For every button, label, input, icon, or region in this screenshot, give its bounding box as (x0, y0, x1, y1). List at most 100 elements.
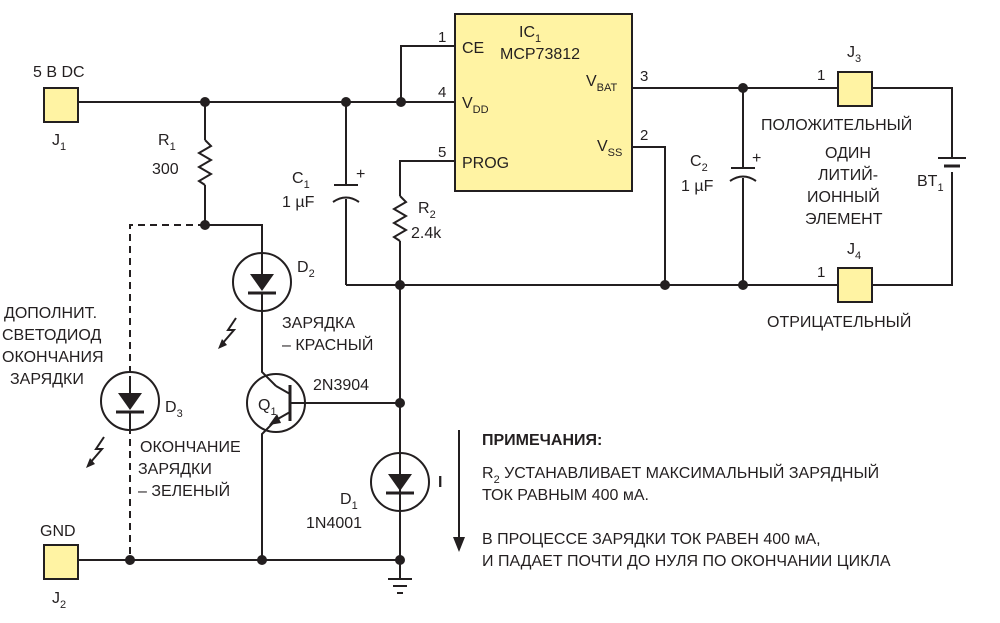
ic1-part: MCP73812 (500, 46, 580, 63)
notes-line-3: В ПРОЦЕССЕ ЗАРЯДКИ ТОК РАВЕН 400 мА, (482, 531, 821, 548)
c1-name: C1 (292, 170, 310, 191)
d3-note-2: СВЕТОДИОД (2, 327, 101, 344)
diode-d1: D1 1N4001 (306, 452, 430, 532)
d1-triangle (388, 474, 412, 491)
d2-emission-arrowhead (218, 339, 227, 349)
j1-label: 5 B DC (33, 64, 85, 81)
pin-vbat-label: VBAT (586, 73, 618, 94)
capacitor-c1: + C1 1 µF (282, 166, 365, 211)
ic1-name: IC1 (519, 24, 541, 45)
bt1-caption-3: ИОННЫЙ (807, 187, 880, 206)
notes: ПРИМЕЧАНИЯ: R2 УСТАНАВЛИВАЕТ МАКСИМАЛЬНЫ… (482, 432, 891, 570)
current-arrow: I (438, 430, 465, 552)
led-d2: D2 ЗАРЯДКА – КРАСНЫЙ (218, 252, 373, 354)
resistor-r2: R2 2.4k (392, 195, 442, 242)
r2-value: 2.4k (411, 225, 442, 242)
connector-j3: J3 1 ПОЛОЖИТЕЛЬНЫЙ (761, 44, 912, 134)
r1-zigzag (197, 139, 213, 186)
resistor-r1: R1 300 (152, 132, 213, 186)
connector-j1: 5 B DC J1 (33, 64, 85, 153)
junction-dot (660, 280, 670, 290)
q1-collector (275, 385, 291, 395)
bt1-name: BT1 (917, 173, 944, 194)
bt1-caption-2: ЛИТИЙ- (818, 165, 878, 184)
notes-line-1: R2 УСТАНАВЛИВАЕТ МАКСИМАЛЬНЫЙ ЗАРЯДНЫЙ (482, 463, 879, 486)
pin-ce-number: 1 (438, 29, 446, 46)
j3-pad (837, 71, 873, 107)
c2-polarity: + (752, 150, 761, 167)
ic1-mcp73812: IC1 MCP73812 CE VDD PROG VBAT VSS 1 4 5 … (438, 13, 648, 192)
j4-label: ОТРИЦАТЕЛЬНЫЙ (767, 312, 911, 331)
junction-dot (396, 97, 406, 107)
pin-vdd-label: VDD (462, 95, 489, 116)
r1-value: 300 (152, 161, 179, 178)
d2-caption-2: – КРАСНЫЙ (282, 335, 373, 354)
capacitor-c2: + C2 1 µF (681, 150, 761, 195)
d3-note-4: ЗАРЯДКИ (10, 371, 84, 388)
j1-pad (43, 87, 79, 123)
junction-dot (341, 97, 351, 107)
j2-label: GND (40, 523, 76, 540)
battery-bt1: BT1 ОДИН ЛИТИЙ- ИОННЫЙ ЭЛЕМЕНТ (805, 145, 966, 228)
junction-dot (200, 97, 210, 107)
j4-name: J4 (847, 241, 861, 262)
d1-circle (370, 452, 430, 512)
q1-name: Q1 (258, 397, 277, 418)
pin-vss-label: VSS (597, 138, 622, 159)
r2-zigzag (392, 195, 408, 242)
pin-ce-label: CE (462, 40, 484, 57)
d3-note-3: ОКОНЧАНИЯ (2, 349, 104, 366)
pin-prog-number: 5 (438, 144, 446, 161)
junction-dot (257, 555, 267, 565)
notes-line-4: И ПАДАЕТ ПОЧТИ ДО НУЛЯ ПО ОКОНЧАНИИ ЦИКЛ… (482, 553, 891, 570)
c1-value: 1 µF (282, 194, 315, 211)
j4-pad (837, 267, 873, 303)
r2-name: R2 (418, 200, 436, 221)
d1-name: D1 (340, 491, 358, 512)
r1-name: R1 (158, 132, 176, 153)
d3-note-1: ДОПОЛНИТ. (4, 305, 97, 322)
notes-line-2: ТОК РАВНЫМ 400 мА. (482, 487, 649, 504)
ic1-body (454, 13, 633, 192)
junction-dot (395, 280, 405, 290)
j1-name: J1 (52, 132, 66, 153)
c2-value: 1 µF (681, 178, 714, 195)
pin-vdd-number: 4 (438, 84, 446, 101)
connector-j2: GND J2 (40, 523, 79, 611)
junction-dot (395, 398, 405, 408)
j2-name: J2 (52, 590, 66, 611)
junction-dot (200, 220, 210, 230)
bt1-caption-1: ОДИН (825, 145, 871, 162)
led-d3: D3 ОКОНЧАНИЕ ЗАРЯДКИ – ЗЕЛЕНЫЙ ДОПОЛНИТ.… (2, 305, 241, 500)
d2-name: D2 (297, 259, 315, 280)
d2-triangle (250, 274, 274, 291)
junction-dot (738, 280, 748, 290)
notes-title: ПРИМЕЧАНИЯ: (482, 432, 602, 449)
d3-caption-1: ОКОНЧАНИЕ (140, 439, 241, 456)
pin-vss-number: 2 (640, 127, 648, 144)
c1-polarity: + (356, 166, 365, 183)
d3-emission-arrow (89, 436, 105, 464)
d2-circle (232, 252, 292, 312)
q1-emitter-arrowhead (269, 414, 281, 425)
c2-name: C2 (690, 153, 708, 174)
pin-vbat-number: 3 (640, 68, 648, 85)
d3-emission-arrowhead (86, 458, 95, 468)
j3-pin-number: 1 (817, 67, 825, 84)
d1-part: 1N4001 (306, 515, 362, 532)
d2-emission-arrow (221, 317, 237, 345)
wires (78, 45, 953, 578)
d3-circle (100, 371, 160, 431)
c2-plate-curved (729, 175, 757, 182)
j2-pad (43, 544, 79, 580)
d3-caption-2: ЗАРЯДКИ (138, 461, 212, 478)
junction-dot (738, 83, 748, 93)
current-arrow-head (453, 537, 465, 552)
pin-prog-label: PROG (462, 155, 509, 172)
optional-d3-dashed-path (129, 224, 205, 560)
d3-name: D3 (165, 399, 183, 420)
junction-dot (395, 555, 405, 565)
j3-label: ПОЛОЖИТЕЛЬНЫЙ (761, 115, 912, 134)
q1-part: 2N3904 (313, 377, 369, 394)
